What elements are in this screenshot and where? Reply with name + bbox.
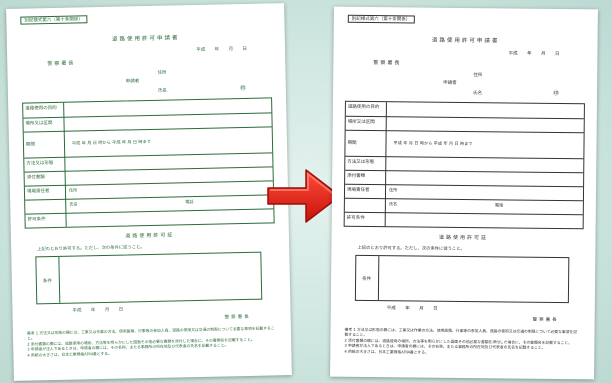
document-title: 道路使用許可申請書: [111, 35, 180, 43]
address-label: 住所: [157, 70, 167, 76]
applicant-label: 申請者: [125, 79, 140, 85]
converted-form-sheet: 別記様式第六（第十条関係） 道路使用許可申請書 平成 年 月 日 警察署長 住所…: [330, 6, 598, 380]
permit-police: 警察署長: [532, 317, 559, 323]
applicant-label: 申請者: [443, 80, 457, 86]
address-label: 住所: [473, 73, 483, 79]
document-title: 道路使用許可申請書: [431, 37, 500, 45]
form-number: 別記様式第六（第十条関係）: [347, 14, 415, 24]
application-table: 道路使用の目的 場所又は区間 期間 平成 年 月 日 時から 平成 年 月 日 …: [343, 100, 585, 230]
application-date: 平成 年 月 日: [508, 51, 560, 57]
application-date: 平成 年 月 日: [196, 46, 248, 53]
notes: 備考 1 方法又は形態の欄には、工事又は作業の方法、使用面積、行事等の参加人員、…: [344, 326, 578, 355]
permit-date: 平成 年 月 日: [386, 306, 438, 312]
police-chief-label: 警察署長: [47, 60, 76, 68]
application-table: 道路使用の目的 場所又は区間 期間 平成 年 月 日 時から 平成 年 月 日 …: [22, 97, 275, 229]
permit-text: 上記のとおり許可する。ただし、次の条件に従うこと。: [357, 245, 465, 253]
original-form-sheet: 別記様式第六（第十条関係） 道路使用許可申請書 平成 年 月 日 警察署長 住所…: [6, 3, 292, 381]
name-label: 氏名: [157, 88, 167, 94]
arrow-right-icon: [267, 169, 341, 223]
permit-police: 警察署長: [224, 314, 251, 321]
permit-text: 上記のとおり許可する。ただし、次の条件に従うこと。: [37, 245, 145, 253]
conditions-box: 条件: [35, 251, 263, 305]
permit-title: 道路使用許可証: [438, 234, 489, 242]
notes: 備考 1 方法又は形態の欄には、工事又は作業の方法、使用面積、行事等の参加人員、…: [26, 325, 275, 358]
conditions-box: 条件: [354, 254, 570, 304]
name-label: 氏名: [473, 91, 483, 97]
permit-title: 道路使用許可証: [125, 232, 175, 240]
seal-mark: ㊞: [239, 84, 246, 93]
form-number: 別記様式第六（第十条関係）: [20, 15, 87, 25]
police-chief-label: 警察署長: [373, 60, 402, 67]
seal-mark: ㊞: [553, 89, 560, 97]
permit-date: 平成 年 月 日: [72, 307, 124, 314]
